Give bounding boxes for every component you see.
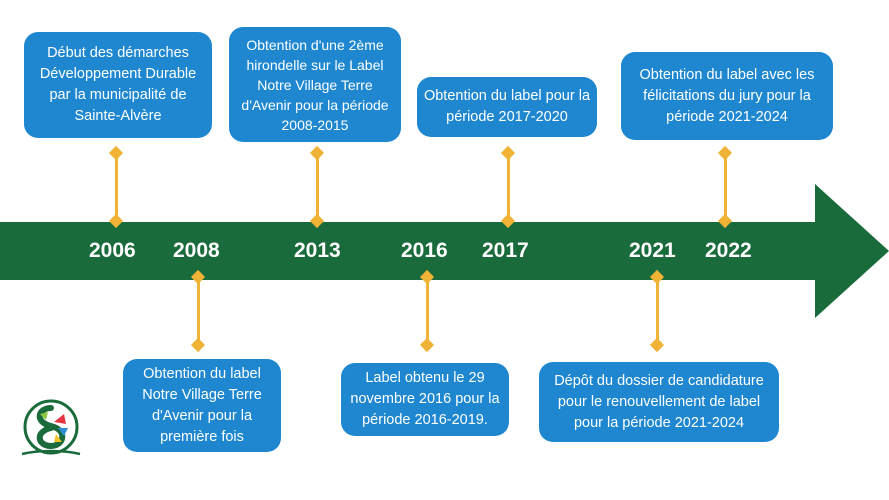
connector-2022 — [724, 152, 727, 222]
connector-2016 — [426, 275, 429, 345]
year-label-2016: 2016 — [401, 239, 448, 262]
connector-2006 — [115, 152, 118, 222]
event-box-2008: Obtention du label Notre Village Terre d… — [123, 359, 281, 452]
year-label-2017: 2017 — [482, 239, 529, 262]
event-box-2022: Obtention du label avec les félicitation… — [621, 52, 833, 140]
event-box-2016: Label obtenu le 29 novembre 2016 pour la… — [341, 363, 509, 436]
year-label-2021: 2021 — [629, 239, 676, 262]
event-box-2017: Obtention du label pour la période 2017-… — [417, 77, 597, 137]
event-box-2006: Début des démarches Développement Durabl… — [24, 32, 212, 138]
connector-2021 — [656, 275, 659, 345]
year-label-2006: 2006 — [89, 239, 136, 262]
timeline-arrow-shape — [0, 184, 889, 318]
event-box-2021: Dépôt du dossier de candidature pour le … — [539, 362, 779, 442]
connector-2008 — [197, 275, 200, 345]
connector-2013 — [316, 152, 319, 222]
village-logo-icon — [21, 399, 81, 456]
event-box-2013: Obtention d'une 2ème hirondelle sur le L… — [229, 27, 401, 142]
connector-2017 — [507, 152, 510, 222]
year-label-2022: 2022 — [705, 239, 752, 262]
year-label-2013: 2013 — [294, 239, 341, 262]
year-label-2008: 2008 — [173, 239, 220, 262]
